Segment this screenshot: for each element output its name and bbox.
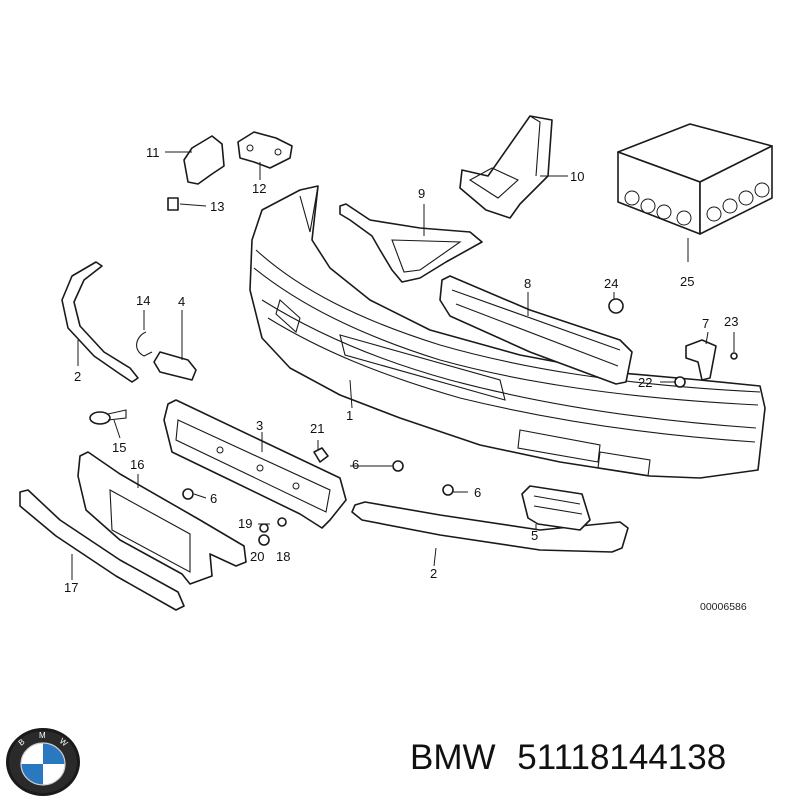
callout-2-bottom: 2 bbox=[430, 566, 437, 581]
callout-6-right: 6 bbox=[474, 485, 481, 500]
callout-7: 7 bbox=[702, 316, 709, 331]
bmw-logo: B M W bbox=[6, 728, 80, 796]
callout-10: 10 bbox=[570, 169, 584, 184]
clip-4-part bbox=[153, 351, 197, 381]
callout-17: 17 bbox=[64, 580, 78, 595]
bumper-cover-part bbox=[249, 185, 766, 479]
callout-3: 3 bbox=[256, 418, 263, 433]
callout-20: 20 bbox=[250, 549, 264, 564]
leader-lines bbox=[71, 151, 735, 580]
support-bracket-part bbox=[163, 399, 347, 529]
svg-text:M: M bbox=[39, 731, 46, 740]
callout-25: 25 bbox=[680, 274, 694, 289]
mount-12-part bbox=[237, 131, 293, 169]
callout-22: 22 bbox=[638, 375, 652, 390]
svg-text:W: W bbox=[58, 736, 70, 748]
callout-8: 8 bbox=[524, 276, 531, 291]
svg-text:B: B bbox=[17, 737, 27, 747]
callout-4: 4 bbox=[178, 294, 185, 309]
bracket-7-part bbox=[685, 339, 717, 381]
callout-21: 21 bbox=[310, 421, 324, 436]
callout-16: 16 bbox=[130, 457, 144, 472]
callout-6-left: 6 bbox=[210, 491, 217, 506]
license-plate-bracket-16-part bbox=[77, 451, 247, 585]
callout-14: 14 bbox=[136, 293, 150, 308]
clip-14-part bbox=[136, 331, 153, 357]
callout-11: 11 bbox=[146, 145, 160, 160]
left-trim-strip-part bbox=[61, 261, 139, 383]
callout-6-mid: 6 bbox=[352, 457, 359, 472]
brand-part-number: BMW 51118144138 bbox=[410, 738, 726, 778]
carton-box-25-part bbox=[617, 123, 773, 235]
grille-insert-5-part bbox=[521, 485, 591, 531]
air-duct-9-part bbox=[339, 203, 483, 283]
mount-11-part bbox=[183, 135, 225, 185]
callouts: 11 12 13 9 10 8 24 25 7 23 22 14 4 2 15 … bbox=[64, 145, 747, 613]
callout-15: 15 bbox=[112, 440, 126, 455]
bottom-trim-strip-part bbox=[351, 501, 629, 553]
callout-12: 12 bbox=[252, 181, 266, 196]
tow-eye-15-part bbox=[89, 409, 127, 425]
lower-strip-17-part bbox=[19, 489, 185, 611]
part-number: 51118144138 bbox=[517, 738, 727, 777]
callout-24: 24 bbox=[604, 276, 618, 291]
fasteners bbox=[182, 298, 738, 546]
callout-9: 9 bbox=[418, 186, 425, 201]
callout-23: 23 bbox=[724, 314, 738, 329]
brand-name: BMW bbox=[410, 738, 496, 777]
callout-13: 13 bbox=[210, 199, 224, 214]
reference-code: 00006586 bbox=[700, 601, 747, 613]
callout-19: 19 bbox=[238, 516, 252, 531]
clip-13-part bbox=[167, 197, 179, 211]
callout-5: 5 bbox=[531, 528, 538, 543]
callout-18: 18 bbox=[276, 549, 290, 564]
grille-8-part bbox=[439, 275, 633, 385]
callout-2-left: 2 bbox=[74, 369, 81, 384]
air-duct-10-part bbox=[459, 115, 553, 219]
callout-1: 1 bbox=[346, 408, 353, 423]
